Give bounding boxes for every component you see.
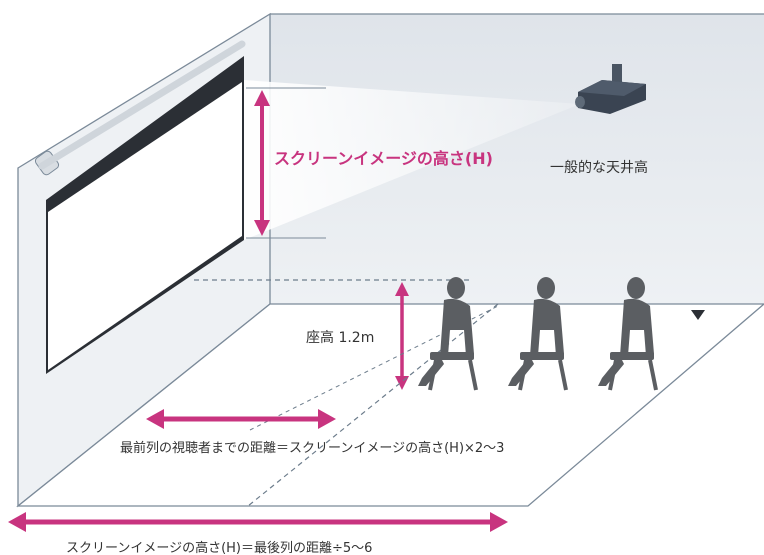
screen-height-label: スクリーンイメージの高さ(H) <box>274 149 493 168</box>
projection-beam <box>244 80 580 240</box>
projection-screen <box>34 40 246 374</box>
viewer-1 <box>418 277 478 391</box>
back-row-distance-label: スクリーンイメージの高さ(H)＝最後列の距離÷5〜6 <box>66 540 372 555</box>
ceiling-height-label: 一般的な天井高 <box>550 159 648 176</box>
projector-icon <box>575 64 646 114</box>
back-row-arrow <box>8 512 508 532</box>
floor <box>16 303 764 507</box>
ceiling-marker <box>691 310 705 320</box>
seat-height-label: 座高 1.2m <box>306 329 374 346</box>
front-row-arrow <box>146 409 336 429</box>
viewer-2 <box>508 277 568 391</box>
floor-guide-line <box>249 305 499 431</box>
viewer-3 <box>598 277 658 391</box>
screen-height-arrow <box>254 90 270 236</box>
front-row-distance-label: 最前列の視聴者までの距離＝スクリーンイメージの高さ(H)×2〜3 <box>120 440 504 456</box>
